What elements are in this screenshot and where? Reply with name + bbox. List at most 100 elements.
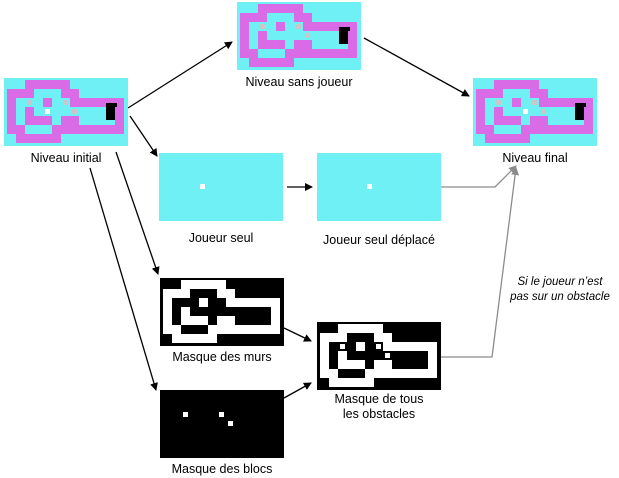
block-mask-image	[160, 390, 284, 458]
wall-tile	[557, 125, 566, 134]
wall-tile	[401, 342, 410, 351]
wall-tile	[530, 116, 539, 125]
label-obstacle-mask-line2: les obstacles	[342, 407, 416, 421]
arrow-initial-to-player-alone	[129, 115, 158, 157]
wall-tile	[503, 134, 512, 143]
wall-tile	[25, 116, 34, 125]
condition-note-line1: Si le joueur n’est	[517, 276, 603, 288]
block-tile	[183, 412, 188, 417]
block-tile	[305, 33, 310, 38]
wall-tile	[235, 325, 244, 334]
wall-tile	[476, 89, 485, 98]
wall-tile	[181, 316, 190, 325]
wall-tile	[392, 369, 401, 378]
wall-tile	[16, 125, 25, 134]
wall-tile	[172, 289, 181, 298]
wall-tile	[172, 325, 181, 334]
wall-tile	[539, 98, 548, 107]
block-tile	[63, 100, 68, 105]
wall-tile	[383, 360, 392, 369]
wall-tile	[208, 325, 217, 334]
wall-tile	[494, 116, 503, 125]
wall-tile	[106, 125, 115, 134]
wall-tile	[115, 116, 124, 125]
wall-tile	[267, 4, 276, 13]
player-alone-image	[159, 153, 283, 221]
wall-tile	[43, 116, 52, 125]
wall-tile	[88, 98, 97, 107]
wall-tile	[258, 40, 267, 49]
wall-tile	[70, 125, 79, 134]
label-obstacle-mask-line1: Masque de tous	[334, 392, 424, 406]
wall-tile	[115, 107, 124, 116]
wall-tile	[52, 134, 61, 143]
wall-tile	[97, 98, 106, 107]
wall-tile	[25, 89, 34, 98]
wall-tile	[199, 334, 208, 343]
wall-tile	[419, 342, 428, 351]
wall-tile	[548, 98, 557, 107]
wall-tile	[494, 89, 503, 98]
wall-tile	[16, 134, 25, 143]
wall-tile	[240, 40, 249, 49]
wall-tile	[347, 360, 356, 369]
wall-tile	[521, 134, 530, 143]
wall-tile	[575, 98, 584, 107]
wall-tile	[226, 298, 235, 307]
player-tile	[45, 109, 50, 114]
wall-tile	[267, 58, 276, 67]
wall-tile	[374, 333, 383, 342]
wall-tile	[70, 98, 79, 107]
wall-tile	[557, 98, 566, 107]
wall-tile	[276, 4, 285, 13]
wall-tile	[383, 333, 392, 342]
wall-tile	[320, 360, 329, 369]
wall-tile	[190, 316, 199, 325]
wall-tile	[348, 40, 357, 49]
wall-tile	[79, 98, 88, 107]
wall-tile	[374, 360, 383, 369]
image-background	[317, 153, 441, 221]
wall-tile	[566, 98, 575, 107]
block-tile	[27, 100, 32, 105]
wall-tile	[530, 80, 539, 89]
wall-tile	[338, 333, 347, 342]
wall-tile	[476, 116, 485, 125]
label-no-player-level: Niveau sans joueur	[245, 75, 353, 89]
wall-tile	[374, 369, 383, 378]
wall-tile	[338, 378, 347, 387]
wall-tile	[52, 125, 61, 134]
image-background	[159, 153, 283, 221]
wall-tile	[494, 134, 503, 143]
wall-tile	[365, 369, 374, 378]
wall-tile	[584, 107, 593, 116]
wall-tile	[25, 107, 34, 116]
wall-tile	[530, 89, 539, 98]
arrow-initial-to-no-player	[127, 41, 233, 109]
wall-tile	[548, 125, 557, 134]
wall-tile	[235, 298, 244, 307]
wall-tile	[485, 89, 494, 98]
block-tile	[385, 353, 390, 358]
wall-tile	[7, 125, 16, 134]
wall-tile	[503, 116, 512, 125]
wall-tile	[294, 40, 303, 49]
wall-tile	[392, 342, 401, 351]
wall-tile	[329, 378, 338, 387]
wall-tile	[163, 316, 172, 325]
wall-tile	[276, 22, 285, 31]
wall-tile	[539, 116, 548, 125]
wall-tile	[383, 342, 392, 351]
block-tile	[340, 344, 345, 349]
label-final-level: Niveau final	[502, 151, 568, 165]
wall-tile	[79, 125, 88, 134]
wall-tile	[530, 125, 539, 134]
wall-tile	[106, 98, 115, 107]
block-tile	[72, 109, 77, 114]
wall-tile	[512, 98, 521, 107]
wall-tile	[285, 4, 294, 13]
block-tile	[296, 24, 301, 29]
wall-tile	[312, 22, 321, 31]
wall-tile	[338, 324, 347, 333]
